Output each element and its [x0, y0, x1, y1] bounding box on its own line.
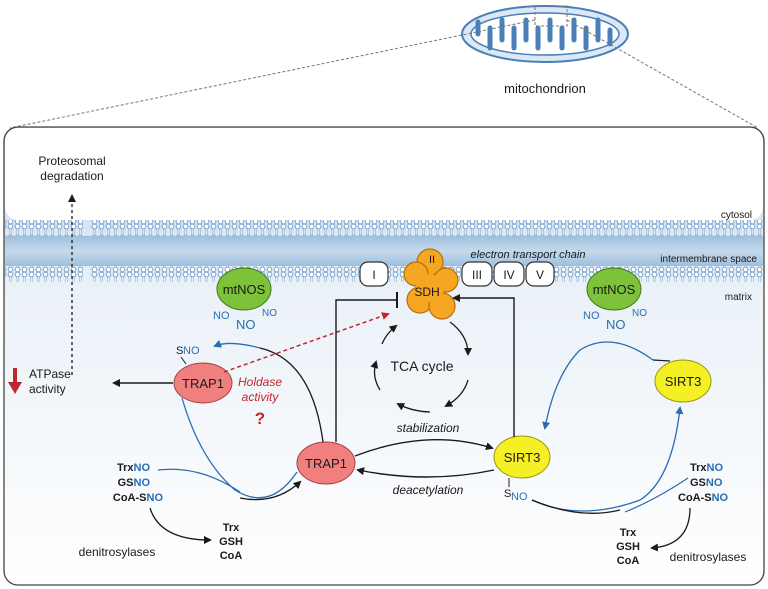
matrix-label: matrix [725, 292, 752, 303]
tca-cycle-arrows [370, 321, 473, 413]
left-gsno: GSNO [118, 477, 151, 489]
left-coasno: CoA-SNO [113, 492, 164, 504]
right-thiol-exchange [624, 477, 689, 513]
proteosome-label-line1: Proteosomal [38, 154, 105, 168]
sirt3-no: NO [511, 491, 528, 503]
left-thiol-exchange [157, 468, 241, 493]
outer-membrane [5, 220, 763, 236]
zoom-line-right [566, 19, 759, 129]
intermembrane-region [5, 236, 763, 266]
right-coasno: CoA-SNO [678, 492, 729, 504]
trap1-active-label: TRAP1 [305, 456, 347, 471]
trap1-sulfur: S [176, 345, 183, 357]
no-left-2: NO [236, 317, 256, 332]
no-right-1: NO [583, 310, 600, 322]
sirt3-active [493, 435, 551, 479]
complex-iii: III [461, 261, 493, 287]
trap1-nitrosylated-label: TRAP1 [182, 376, 224, 391]
proteosome-label-line2: degradation [40, 169, 103, 183]
no-left-1: NO [213, 310, 230, 322]
trap1-sdh-inhibition [335, 299, 396, 442]
trap1-nitrosylated [173, 362, 233, 404]
trap1-to-trap1-curve [259, 347, 324, 443]
sirt3-sdh-activation [452, 294, 515, 437]
complex-i-label: I [372, 268, 375, 282]
tca-cycle-label: TCA cycle [390, 358, 453, 374]
no-left-3: NO [262, 308, 277, 319]
stabilization-label: stabilization [397, 421, 460, 435]
holdase-label-line2: activity [242, 390, 280, 404]
holdase-question: ? [255, 409, 265, 428]
mtnos-right [586, 267, 642, 311]
mtnos-right-label: mtNOS [593, 282, 636, 297]
atpase-label-line2: activity [29, 382, 66, 396]
mtnos-left-label: mtNOS [223, 282, 266, 297]
sirt3-free [654, 359, 712, 403]
complex-iv-label: IV [503, 268, 514, 282]
no-right-2: NO [606, 317, 626, 332]
right-denitrosylase-arrow [650, 507, 691, 552]
complex-v: V [525, 261, 555, 287]
trap1-s-bond [180, 356, 187, 365]
trap1-active [296, 441, 356, 485]
cytosol-label: cytosol [721, 210, 752, 221]
right-coa: CoA [617, 555, 640, 567]
trap1-nitrosylation-arrow [213, 340, 261, 349]
mitochondrion-label: mitochondrion [504, 81, 586, 96]
deacetylation-label: deacetylation [393, 483, 464, 497]
sdh-complex: II SDH [403, 248, 459, 320]
sirt3-free-link [652, 359, 671, 362]
cytosol-region [5, 128, 763, 220]
deacetylation-arrow [356, 467, 495, 478]
sirt3-active-label: SIRT3 [504, 450, 541, 465]
left-gsh: GSH [219, 536, 243, 548]
sirt3-free-label: SIRT3 [665, 374, 702, 389]
complex-iii-label: III [472, 268, 482, 282]
trap1-reduction-arrow [239, 480, 302, 501]
etc-label: electron transport chain [471, 249, 586, 261]
stabilization-arrow [354, 438, 494, 457]
intermembrane-label: intermembrane space [660, 254, 757, 265]
complex-iv: IV [493, 261, 525, 287]
sirt3-sulfur: S [504, 488, 511, 500]
holdase-label-line1: Holdase [238, 375, 282, 389]
no-right-3: NO [632, 308, 647, 319]
trap1-no: NO [183, 345, 200, 357]
sirt3-nitrosylation-arrow [542, 341, 654, 430]
left-trxno: TrxNO [117, 462, 150, 474]
trap1-denitrosylation-curve [181, 397, 298, 499]
right-trx: Trx [620, 527, 637, 539]
complex-ii-label: II [429, 254, 435, 266]
zoom-line-left [9, 19, 536, 129]
right-gsh: GSH [616, 541, 640, 553]
right-denitrosylases: denitrosylases [670, 550, 747, 564]
left-denitrosylase-arrow [149, 507, 212, 544]
mtnos-left [216, 267, 272, 311]
left-denitrosylases: denitrosylases [79, 545, 156, 559]
holdase-arrow [223, 312, 390, 373]
atpase-label-line1: ATPase [29, 367, 71, 381]
sirt3-reduction-curve [531, 499, 621, 514]
left-coa: CoA [220, 550, 243, 562]
right-trxno: TrxNO [690, 462, 723, 474]
decrease-arrow-icon [8, 368, 22, 394]
complex-i: I [359, 261, 389, 287]
sdh-label: SDH [414, 285, 439, 299]
complex-v-label: V [536, 268, 544, 282]
left-trx: Trx [223, 522, 240, 534]
mitochondrion-icon [461, 5, 629, 63]
right-gsno: GSNO [690, 477, 723, 489]
